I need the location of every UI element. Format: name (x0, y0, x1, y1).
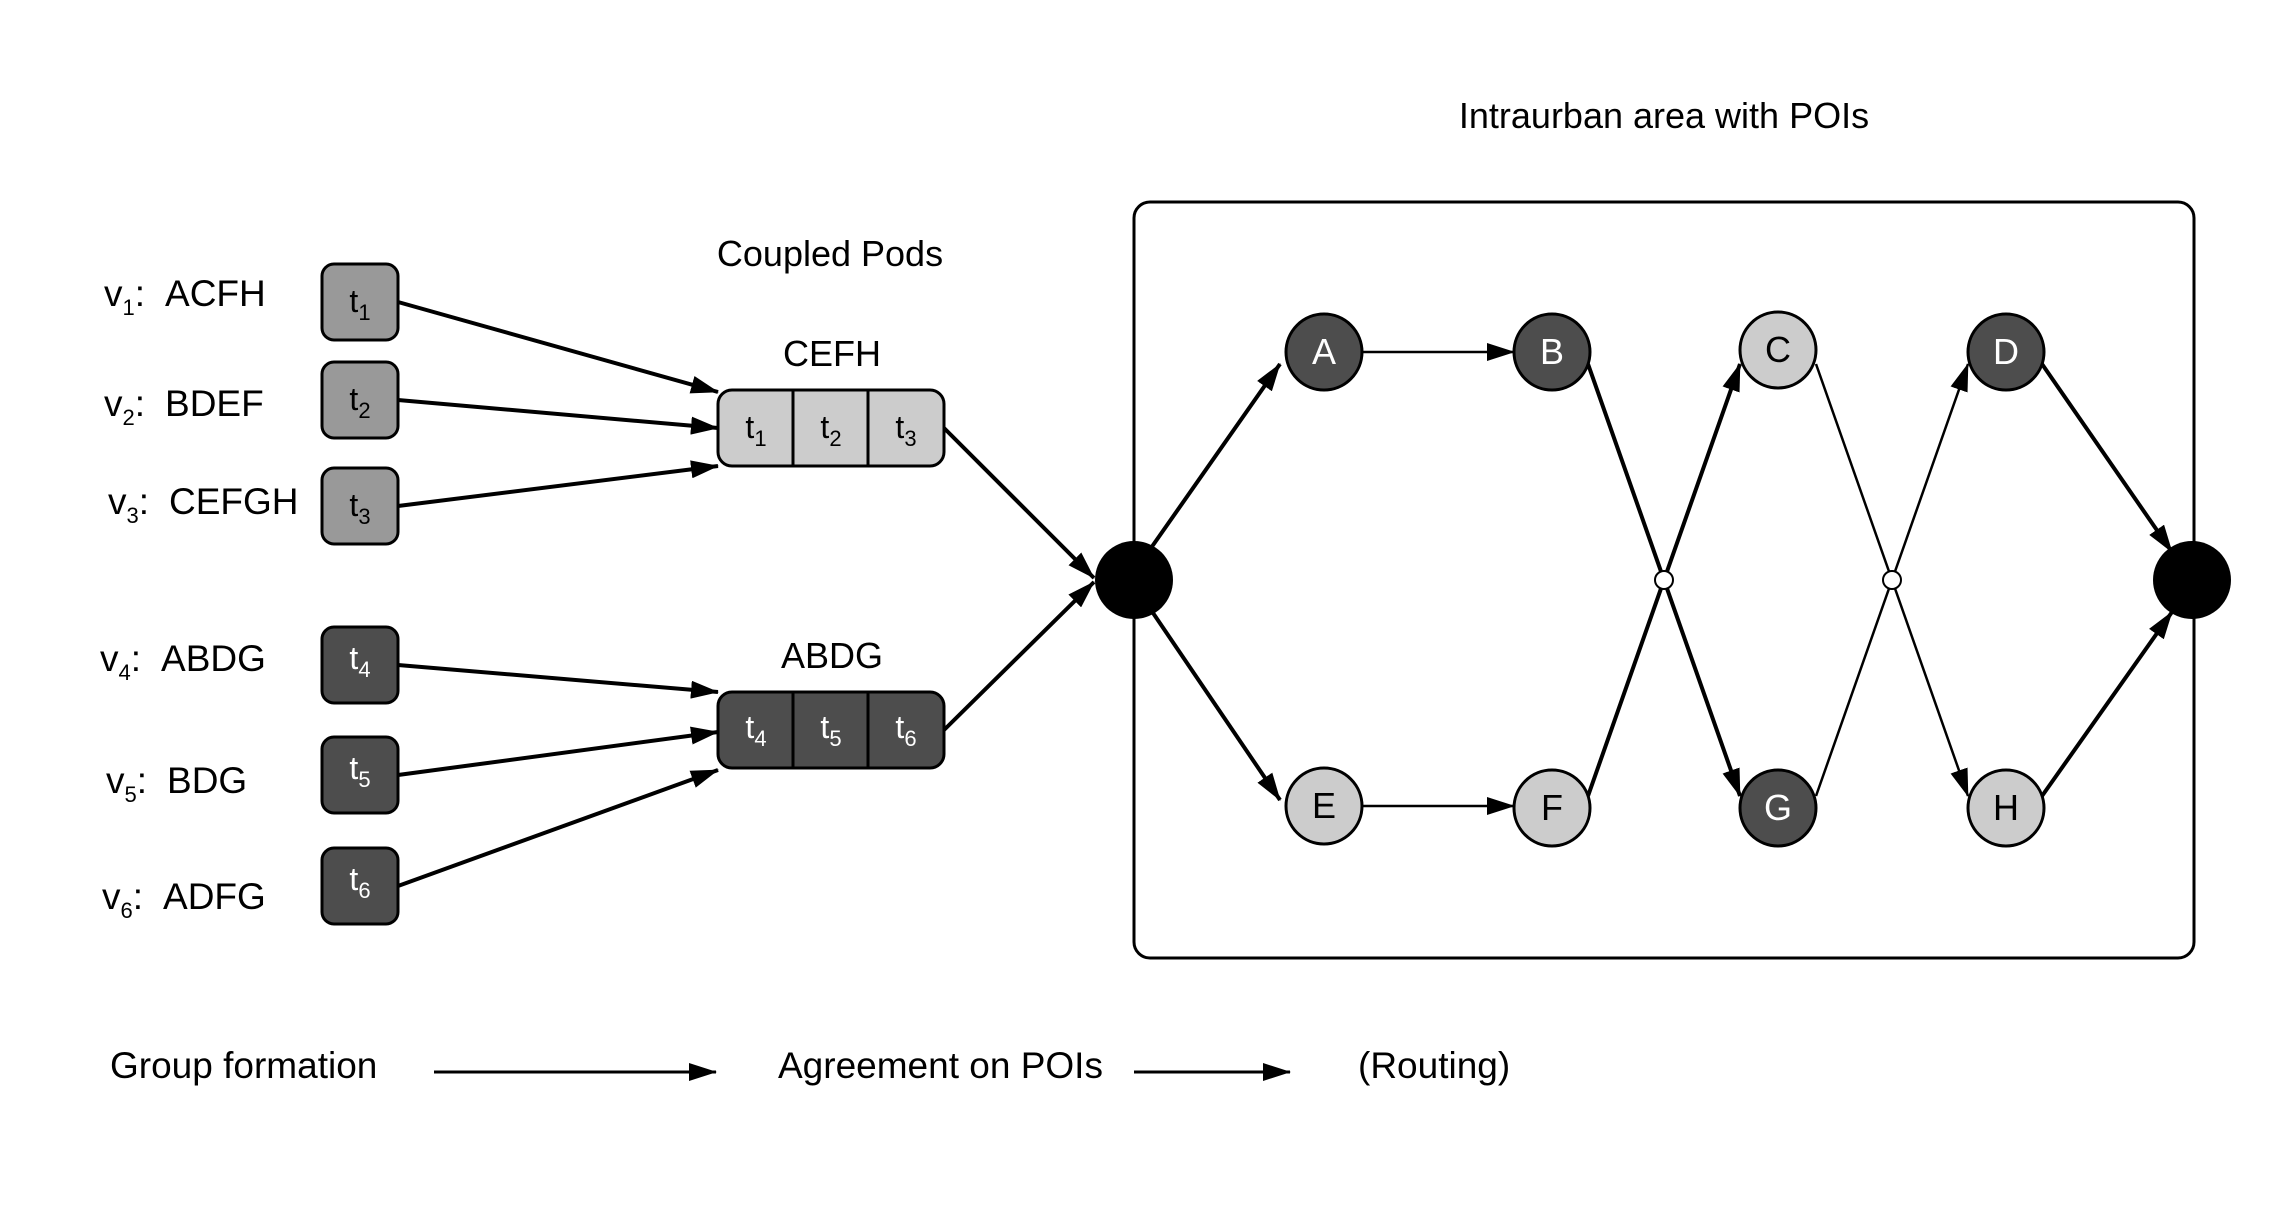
pod-arrow (942, 580, 1096, 732)
edge-d-end (2040, 362, 2174, 554)
pod-arrow (942, 426, 1096, 580)
svg-text:t1: t1 (349, 283, 370, 325)
svg-text:t1: t1 (745, 409, 766, 451)
svg-text:t4: t4 (349, 640, 370, 682)
stage-routing: (Routing) (1358, 1045, 1510, 1086)
token: t1 (320, 262, 400, 342)
token: t2 (320, 360, 400, 440)
pod-label: ABDG (781, 635, 883, 676)
svg-text:G: G (1764, 787, 1792, 828)
token-arrow (397, 768, 719, 888)
token-arrow (397, 398, 719, 435)
end-hub (2153, 541, 2231, 619)
pod-label: CEFH (783, 333, 881, 374)
svg-text:B: B (1540, 331, 1564, 372)
token-arrow (397, 300, 719, 394)
svg-text:t2: t2 (820, 409, 841, 451)
vehicle-label: v6:ADFG (102, 876, 266, 923)
token-arrow (397, 726, 719, 777)
edge-h-end (2040, 610, 2174, 798)
token: t5 (320, 735, 400, 815)
pod-to-hub-arrows (942, 426, 1096, 732)
svg-text:t3: t3 (349, 487, 370, 529)
svg-text:H: H (1993, 787, 2019, 828)
svg-text:C: C (1765, 329, 1791, 370)
poi-node-c: C (1738, 310, 1818, 390)
token-list: t1 t2 t3 t4 t5 t6 (320, 262, 400, 926)
route-edges (1149, 343, 2174, 815)
stage-agreement: Agreement on POIs (778, 1045, 1103, 1086)
token-arrow (397, 663, 719, 699)
edge-start-e (1149, 608, 1282, 802)
poi-nodes: A B C D E F G H (1284, 310, 2046, 848)
vehicle-label: v2:BDEF (104, 383, 264, 430)
vehicle-label: v5:BDG (106, 760, 247, 807)
svg-text:t5: t5 (820, 709, 841, 751)
vehicle-label: v1:ACFH (104, 273, 266, 320)
area-title: Intraurban area with POIs (1459, 95, 1869, 136)
token: t4 (320, 625, 400, 705)
start-hub (1095, 541, 1173, 619)
vehicle-label: v3:CEFGH (108, 481, 299, 528)
poi-node-d: D (1966, 312, 2046, 392)
stage-legend: Group formation Agreement on POIs (Routi… (110, 1045, 1510, 1086)
stage-group-formation: Group formation (110, 1045, 377, 1086)
token-to-pod-arrows (397, 300, 719, 888)
svg-text:t3: t3 (895, 409, 916, 451)
svg-text:t4: t4 (745, 709, 766, 751)
coupled-pod: t1 t2 t3 (716, 388, 946, 468)
poi-node-b: B (1512, 312, 1592, 392)
poi-node-e: E (1284, 766, 1364, 846)
edge-start-a (1149, 362, 1282, 550)
token: t3 (320, 466, 400, 546)
poi-node-f: F (1512, 768, 1592, 848)
svg-text:t6: t6 (349, 861, 370, 903)
svg-text:t5: t5 (349, 750, 370, 792)
pods-title: Coupled Pods (717, 233, 943, 274)
poi-node-g: G (1738, 768, 1818, 848)
token: t6 (320, 846, 400, 926)
svg-text:E: E (1312, 785, 1336, 826)
svg-text:D: D (1993, 331, 2019, 372)
poi-node-h: H (1966, 768, 2046, 848)
svg-text:t2: t2 (349, 381, 370, 423)
vehicle-label: v4:ABDG (100, 638, 266, 685)
poi-node-a: A (1284, 312, 1364, 392)
token-arrow (397, 460, 719, 508)
coupled-pod: t4 t5 t6 (716, 690, 946, 770)
svg-text:A: A (1312, 331, 1336, 372)
svg-text:t6: t6 (895, 709, 916, 751)
vehicle-list: v1:ACFH v2:BDEF v3:CEFGH v4:ABDG v5:BDG … (100, 273, 299, 923)
svg-text:F: F (1541, 787, 1563, 828)
